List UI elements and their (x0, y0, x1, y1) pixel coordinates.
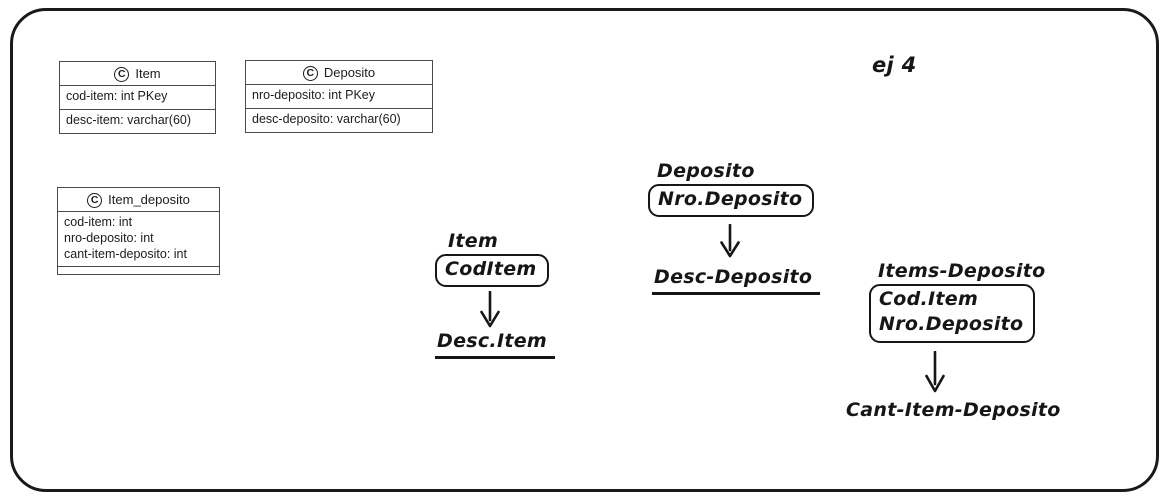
class-box-item-deposito-empty-compartment (58, 266, 219, 274)
class-box-item-deposito-attributes: cod-item: int nro-deposito: int cant-ite… (58, 211, 219, 266)
fd-item-determinant: CodItem (445, 257, 537, 280)
arrow-down-icon (720, 224, 740, 258)
class-box-deposito-title: Deposito (323, 65, 376, 80)
fd-item-dependent: Desc.Item (435, 330, 555, 360)
class-box-item-header: C Item (60, 62, 215, 85)
class-box-item-title: Item (135, 66, 161, 81)
class-stereotype-icon: C (114, 66, 130, 82)
arrow-down-icon (480, 291, 500, 328)
class-box-item-deposito-header: C Item_deposito (58, 188, 219, 211)
class-box-deposito-header: C Deposito (246, 61, 432, 84)
class-box-item-deposito-attribute: cant-item-deposito: int (64, 246, 187, 261)
fd-deposito-determinant: Nro.Deposito (658, 187, 803, 210)
fd-deposito-entity-label: Deposito (657, 160, 755, 182)
fd-deposito-determinant-box: Nro.Deposito (648, 183, 815, 218)
class-box-deposito: C Deposito nro-deposito: int PKey desc-d… (245, 60, 433, 133)
class-stereotype-icon: C (302, 65, 318, 81)
class-box-item-deposito-title: Item_deposito (108, 192, 190, 207)
exercise-label: ej 4 (872, 53, 917, 77)
fd-items-deposito-determinant-box: Cod.Item Nro.Deposito (869, 283, 1036, 344)
arrow-down-icon (925, 351, 945, 393)
class-box-deposito-attribute: desc-deposito: varchar(60) (246, 107, 432, 132)
class-stereotype-icon: C (87, 192, 103, 208)
fd-item-determinant-box: CodItem (435, 253, 549, 288)
fd-items-deposito-entity-label: Items-Deposito (878, 260, 1046, 282)
class-box-item-deposito-attribute: nro-deposito: int (64, 230, 154, 245)
fd-items-deposito-determinant: Nro.Deposito (879, 313, 1024, 336)
fd-item-entity-label: Item (448, 230, 499, 252)
class-box-item-deposito: C Item_deposito cod-item: int nro-deposi… (57, 187, 220, 276)
fd-items-deposito-dependent: Cant-Item-Deposito (846, 399, 1061, 422)
fd-sketch-items-deposito: Items-Deposito Cod.Item Nro.Deposito Can… (845, 260, 1061, 422)
class-box-deposito-attribute: nro-deposito: int PKey (246, 84, 432, 108)
class-box-item-attribute: desc-item: varchar(60) (60, 108, 215, 133)
outer-frame (10, 8, 1159, 492)
fd-sketch-deposito: Deposito Nro.Deposito Desc-Deposito (648, 160, 821, 296)
fd-sketch-item: Item CodItem Desc.Item (433, 230, 555, 360)
class-box-item-deposito-attribute: cod-item: int (64, 215, 133, 230)
fd-deposito-dependent: Desc-Deposito (652, 266, 821, 296)
class-box-item: C Item cod-item: int PKey desc-item: var… (59, 61, 216, 134)
fd-items-deposito-determinant: Cod.Item (879, 287, 979, 310)
class-box-item-attribute: cod-item: int PKey (60, 85, 215, 109)
